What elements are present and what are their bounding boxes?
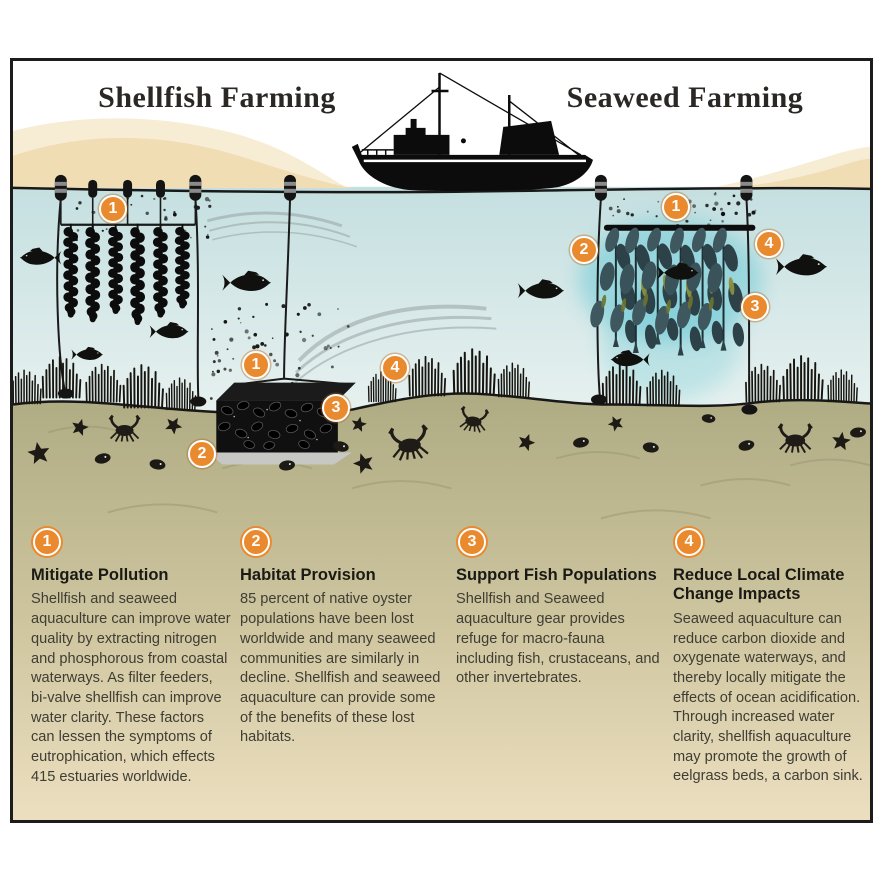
scene-marker-4: 4	[381, 354, 409, 382]
scene-marker-2: 2	[570, 236, 598, 264]
left-section-title: Shellfish Farming	[98, 81, 336, 114]
current-lines	[206, 211, 497, 385]
panel-title: Habitat Provision	[240, 566, 376, 584]
panel-number-badge: 4	[675, 528, 703, 556]
panel-number-badge: 1	[33, 528, 61, 556]
scene-marker-1: 1	[99, 195, 127, 223]
boat-icon	[351, 72, 593, 192]
oyster-cage	[208, 377, 356, 465]
scene-marker-1: 1	[242, 351, 270, 379]
panel-title: Mitigate Pollution	[31, 566, 169, 584]
scene-marker-1: 1	[662, 193, 690, 221]
anchors	[57, 388, 758, 415]
panel-body: Shellfish and Seaweed aquaculture gear p…	[456, 591, 660, 687]
panel-reduce-climate-impacts: 4 Reduce Local Climate Change Impacts Se…	[673, 526, 866, 787]
panel-body: Shellfish and seaweed aquaculture can im…	[31, 591, 231, 785]
scene-marker-2: 2	[188, 440, 216, 468]
scene-marker-4: 4	[755, 230, 783, 258]
infographic-frame: Shellfish Farming Seaweed Farming 1 1 2 …	[10, 58, 873, 823]
seafloor	[13, 393, 870, 820]
panel-support-fish-populations: 3 Support Fish Populations Shellfish and…	[456, 526, 664, 689]
panel-body: 85 percent of native oyster populations …	[240, 591, 441, 746]
panel-title: Reduce Local Climate Change Impacts	[673, 566, 845, 604]
panel-body: Seaweed aquaculture can reduce carbon di…	[673, 610, 863, 785]
sand-dunes	[13, 118, 870, 188]
scene-marker-3: 3	[322, 394, 350, 422]
right-section-title: Seaweed Farming	[566, 81, 804, 114]
scene-marker-3: 3	[741, 293, 769, 321]
panel-habitat-provision: 2 Habitat Provision 85 percent of native…	[240, 526, 446, 748]
panel-title: Support Fish Populations	[456, 566, 657, 584]
panel-mitigate-pollution: 1 Mitigate Pollution Shellfish and seawe…	[31, 526, 231, 787]
scene-illustration	[13, 72, 870, 820]
panel-number-badge: 2	[242, 528, 270, 556]
panel-number-badge: 3	[458, 528, 486, 556]
